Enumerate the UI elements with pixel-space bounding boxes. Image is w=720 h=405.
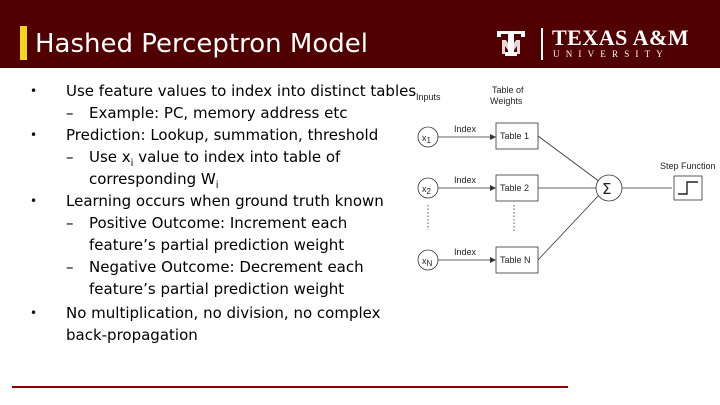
diagram-svg: Inputs Table of Weights x1 Index Table 1…: [416, 85, 716, 274]
table-n-to-sum: [537, 193, 601, 261]
bullet-item: • Prediction: Lookup, summation, thresho…: [30, 126, 379, 144]
sub-bullet-continuation: feature’s partial prediction weight: [89, 280, 345, 298]
bullet-dot-icon: •: [30, 194, 38, 208]
dash-icon: –: [66, 148, 74, 166]
bullet-item: • Learning occurs when ground truth know…: [30, 192, 384, 210]
arrow-head-icon: [490, 257, 496, 263]
table-header-line1: Table of: [492, 85, 524, 95]
title-accent-bar: [20, 26, 27, 60]
input-x1-var: x1: [422, 133, 432, 145]
dash-icon: –: [66, 104, 74, 122]
table-1-box: [495, 122, 539, 150]
bullet-dot-icon: •: [30, 306, 38, 320]
slide-title: Hashed Perceptron Model: [35, 29, 368, 59]
bullet-continuation: back-propagation: [66, 326, 198, 344]
sub-bullet-continuation: feature’s partial prediction weight: [89, 236, 345, 254]
arrow-head-icon: [490, 134, 496, 140]
step-function-icon: [678, 181, 698, 195]
university-subtitle: UNIVERSITY: [553, 49, 669, 59]
table-2-label: Table 2: [500, 183, 529, 193]
step-function-label: Step Function: [660, 161, 716, 171]
bullet-dot-icon: •: [30, 84, 38, 98]
input-x2-var: x2: [422, 184, 432, 196]
sub-bullet-item: – Use xi value to index into table of: [66, 148, 341, 169]
bullet-item: • No multiplication, no division, no com…: [30, 304, 381, 322]
sub-bullet-item: – Negative Outcome: Decrement each: [66, 258, 364, 276]
logo-separator: [541, 28, 543, 60]
dash-icon: –: [66, 258, 74, 276]
sub-bullet-item: – Example: PC, memory address etc: [66, 104, 348, 122]
table-n-label: Table N: [500, 255, 531, 265]
input-xn-var: xN: [422, 256, 433, 268]
slide-header: Hashed Perceptron Model TEXAS A&M UNIVER…: [0, 0, 720, 68]
bullet-item: • Use feature values to index into disti…: [30, 82, 417, 100]
tamu-logo-icon: [495, 28, 527, 58]
inputs-label: Inputs: [416, 92, 441, 102]
index-label: Index: [454, 124, 477, 134]
sigma-icon: Σ: [602, 180, 611, 198]
university-name: TEXAS A&M: [552, 25, 690, 50]
bullet-dot-icon: •: [30, 128, 38, 142]
arrow-head-icon: [490, 185, 496, 191]
table-header-line2: Weights: [490, 96, 523, 106]
index-label: Index: [454, 247, 477, 257]
step-function-box: [673, 175, 703, 201]
index-label: Index: [454, 175, 477, 185]
footer-rule: [12, 386, 568, 388]
table-1-label: Table 1: [500, 131, 529, 141]
dash-icon: –: [66, 214, 74, 232]
sub-bullet-continuation: corresponding Wi: [89, 170, 219, 191]
table-1-to-sum: [537, 135, 601, 183]
bullet-list: • Use feature values to index into disti…: [30, 80, 420, 346]
perceptron-diagram: Inputs Table of Weights x1 Index Table 1…: [410, 80, 720, 290]
sub-bullet-item: – Positive Outcome: Increment each: [66, 214, 348, 232]
